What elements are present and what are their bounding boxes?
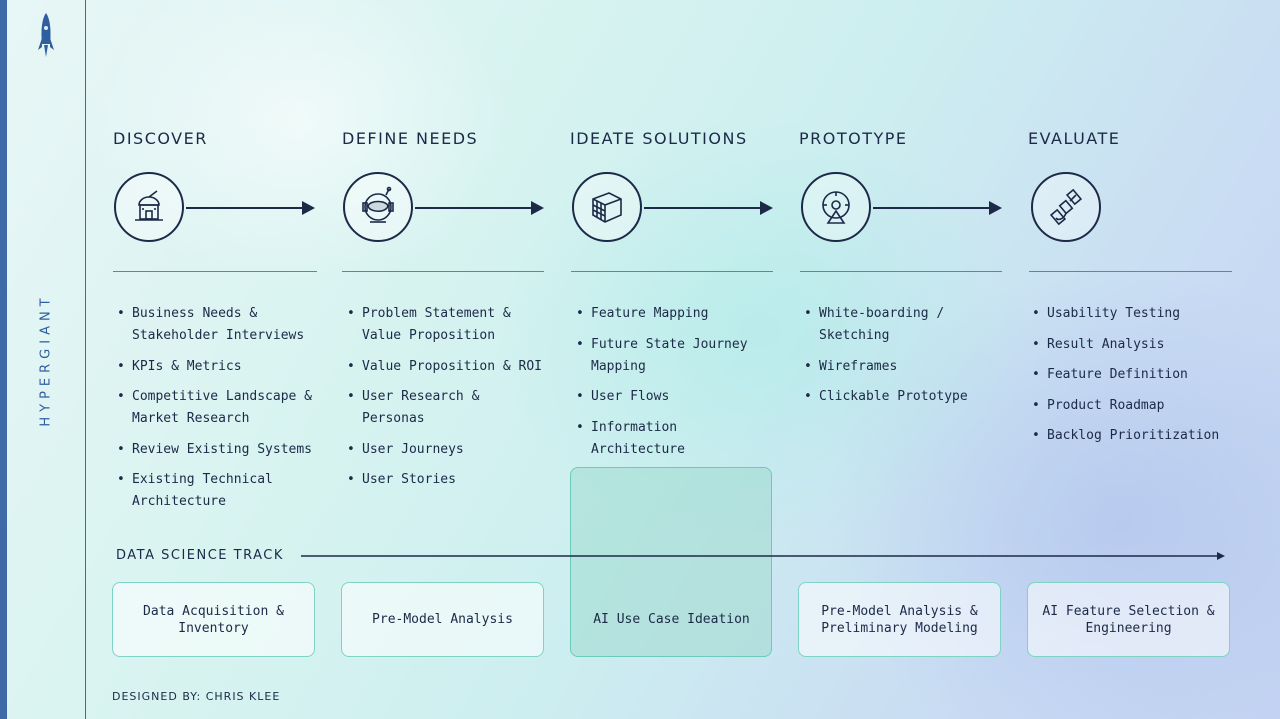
stage-title-prototype: PROTOTYPE — [799, 129, 908, 148]
list-item: User Flows — [576, 386, 776, 408]
flow-arrow-4 — [873, 201, 1002, 215]
stage-list-evaluate: Usability Testing Result Analysis Featur… — [1032, 303, 1232, 456]
stage-title-define-needs: DEFINE NEEDS — [342, 129, 479, 148]
stage-list-ideate-solutions: Feature Mapping Future State Journey Map… — [576, 303, 776, 469]
list-item: User Stories — [347, 469, 547, 491]
list-item: User Journeys — [347, 439, 547, 461]
list-item: Backlog Prioritization — [1032, 425, 1232, 447]
stage-title-evaluate: EVALUATE — [1028, 129, 1121, 148]
track-label: DATA SCIENCE TRACK — [116, 548, 284, 563]
stage-icon-ideate-solutions — [572, 172, 642, 242]
list-item: Wireframes — [804, 356, 994, 378]
list-item: KPIs & Metrics — [117, 356, 317, 378]
list-item: Usability Testing — [1032, 303, 1232, 325]
track-box-data-acquisition: Data Acquisition & Inventory — [112, 582, 315, 657]
list-item: User Research & Personas — [347, 386, 547, 430]
ideate-highlight — [570, 467, 772, 657]
list-item: Review Existing Systems — [117, 439, 317, 461]
flow-arrow-2 — [415, 201, 544, 215]
track-box-ai-feature-selection: AI Feature Selection & Engineering — [1027, 582, 1230, 657]
stage-icon-discover — [114, 172, 184, 242]
space-station-icon — [822, 191, 850, 224]
stage-icon-prototype — [801, 172, 871, 242]
stage-divider — [800, 271, 1002, 272]
brand-wordmark: HYPERGIANT — [38, 293, 54, 427]
list-item: Existing Technical Architecture — [117, 469, 317, 513]
rocket-icon — [38, 13, 54, 57]
sidebar: HYPERGIANT — [0, 0, 86, 719]
stage-list-discover: Business Needs & Stakeholder Interviews … — [117, 303, 317, 522]
stage-list-prototype: White-boarding / Sketching Wireframes Cl… — [804, 303, 994, 417]
list-item: White-boarding / Sketching — [804, 303, 994, 347]
list-item: Result Analysis — [1032, 334, 1232, 356]
list-item: Problem Statement & Value Proposition — [347, 303, 547, 347]
list-item: Value Proposition & ROI — [347, 356, 547, 378]
stage-divider — [342, 271, 544, 272]
track-box-ai-use-case-ideation: AI Use Case Ideation — [593, 612, 750, 627]
designer-credit: DESIGNED BY: CHRIS KLEE — [112, 690, 281, 703]
stage-list-define-needs: Problem Statement & Value Proposition Va… — [347, 303, 547, 500]
track-box-pre-model-analysis: Pre-Model Analysis — [341, 582, 544, 657]
stage-title-discover: DISCOVER — [113, 129, 208, 148]
stage-divider — [571, 271, 773, 272]
list-item: Information Architecture — [576, 417, 776, 461]
stage-icon-define-needs — [343, 172, 413, 242]
list-item: Competitive Landscape & Market Research — [117, 386, 317, 430]
cube-icon — [592, 192, 622, 223]
list-item: Future State Journey Mapping — [576, 334, 776, 378]
observatory-icon — [135, 190, 163, 221]
track-box-preliminary-modeling: Pre-Model Analysis & Preliminary Modelin… — [798, 582, 1001, 657]
list-item: Feature Mapping — [576, 303, 776, 325]
flow-arrow-3 — [644, 201, 773, 215]
stage-divider — [1029, 271, 1232, 272]
astronaut-helmet-icon — [362, 186, 394, 223]
list-item: Clickable Prototype — [804, 386, 994, 408]
stage-divider — [113, 271, 317, 272]
flow-arrow-1 — [186, 201, 315, 215]
list-item: Product Roadmap — [1032, 395, 1232, 417]
list-item: Feature Definition — [1032, 364, 1232, 386]
stage-icon-evaluate — [1031, 172, 1101, 242]
track-arrow — [301, 552, 1225, 560]
sidebar-stripe — [0, 0, 7, 719]
satellite-icon — [1049, 188, 1083, 226]
list-item: Business Needs & Stakeholder Interviews — [117, 303, 317, 347]
stage-title-ideate-solutions: IDEATE SOLUTIONS — [570, 129, 748, 148]
